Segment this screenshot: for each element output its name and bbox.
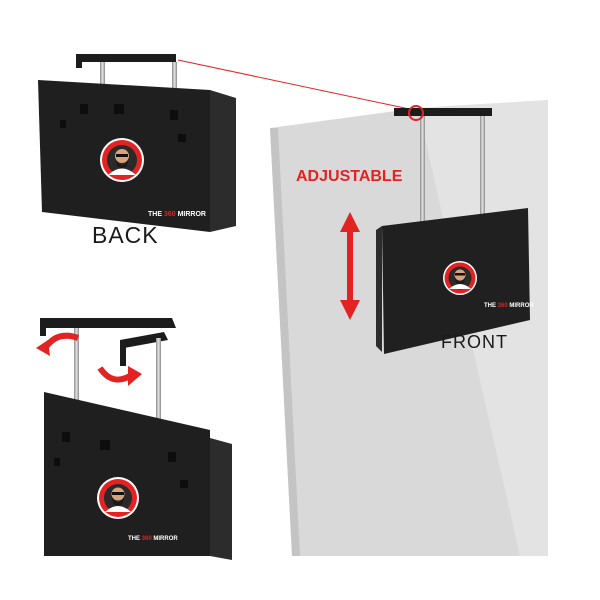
panel-slot	[170, 110, 178, 120]
panel-slot	[168, 452, 176, 462]
brand-text: THE 360 MIRROR	[128, 536, 178, 542]
front-label: FRONT	[441, 332, 508, 352]
brand-text: THE 360 MIRROR	[484, 303, 534, 309]
brand-suffix: MIRROR	[509, 303, 534, 309]
rotating-hook	[120, 332, 168, 348]
pointer-line	[177, 59, 415, 111]
panel-slot	[80, 104, 88, 114]
hanger-rod-right	[480, 116, 485, 216]
callout-circle	[408, 105, 424, 121]
panel-slot	[54, 458, 60, 466]
rotation-view	[36, 318, 232, 560]
double-arrow-vertical-icon	[340, 212, 360, 320]
hanger-bar	[394, 108, 492, 116]
brand-accent: 360	[141, 536, 152, 542]
adjustable-label: ADJUSTABLE	[296, 168, 403, 185]
panel-slot	[180, 480, 188, 488]
bearded-man-logo-icon	[100, 138, 144, 182]
hanger-rod-left	[420, 116, 425, 230]
brand-prefix: THE	[128, 536, 140, 542]
brand-prefix: THE	[484, 303, 496, 309]
back-label: BACK	[92, 222, 159, 248]
panel-slot	[100, 440, 110, 450]
front-view	[270, 100, 548, 556]
brand-prefix: THE	[148, 211, 162, 218]
back-view	[38, 54, 415, 232]
door-edge	[270, 128, 300, 556]
panel-slot	[60, 120, 66, 128]
hanger-hook	[76, 54, 82, 68]
brand-suffix: MIRROR	[153, 536, 178, 542]
rotate-arrow-icon	[36, 332, 142, 386]
panel-slot	[62, 432, 70, 442]
bearded-man-logo-icon	[97, 477, 139, 519]
hanger-bar	[40, 318, 176, 328]
panel-slot	[114, 104, 124, 114]
mirror-panel-back	[44, 392, 210, 556]
brand-suffix: MIRROR	[177, 211, 206, 218]
hanger-bar	[76, 54, 176, 62]
bearded-man-logo-icon	[443, 261, 477, 295]
panel-side	[210, 438, 232, 560]
brand-accent: 360	[163, 211, 176, 218]
hanger-hook	[40, 318, 46, 336]
hanger-rod-right	[156, 338, 161, 476]
panel-side	[210, 90, 236, 232]
brand-text: THE 360 MIRROR	[148, 211, 206, 218]
panel-slot	[178, 134, 186, 142]
panel-side	[376, 226, 382, 352]
brand-accent: 360	[497, 303, 508, 309]
rotating-hook-leg	[120, 340, 126, 366]
